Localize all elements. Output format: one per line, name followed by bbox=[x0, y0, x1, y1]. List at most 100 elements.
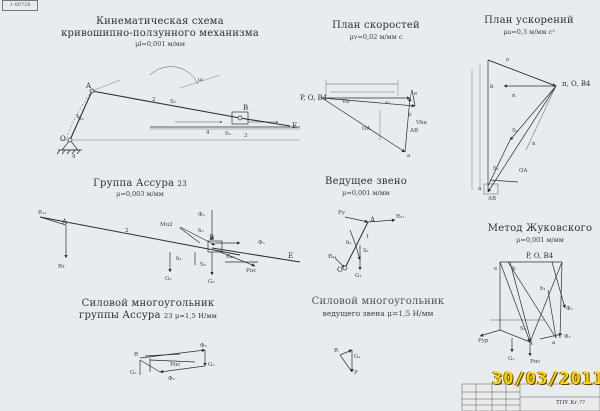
assur-label-pnc: Pпс bbox=[246, 268, 256, 274]
acc-label-n1: n bbox=[512, 93, 516, 99]
acc-label-ab: AB bbox=[487, 196, 496, 202]
vel-label-vba: Vba bbox=[415, 120, 427, 126]
driving-link-title: Ведущее звено bbox=[325, 176, 407, 187]
driving-link-diagram bbox=[334, 216, 396, 271]
assur-label-a: A bbox=[61, 218, 68, 226]
drive-label-r21: R₂₁ bbox=[396, 214, 405, 220]
zhukovsky-title: Метод Жуковского bbox=[487, 223, 593, 234]
vel-label-vb: Vb bbox=[341, 99, 350, 105]
force-polygon-labels: R Φ₂ G₂ G₃ Φ₃ Pпс R G₁ P bbox=[130, 343, 361, 382]
assur-group-scale: μ=0,003 м/мм bbox=[116, 190, 164, 198]
kin-label-3: 3 bbox=[244, 133, 248, 139]
vel-label-oa: OA bbox=[362, 126, 372, 132]
zhuk-label-e: e bbox=[494, 266, 497, 272]
kin-label-b: B bbox=[243, 104, 248, 112]
acceleration-labels: π, O, B4 e a b S₁ S₂ OA AB n n bbox=[478, 57, 591, 202]
crank-link bbox=[69, 90, 93, 141]
fpa-label-r: R bbox=[134, 352, 139, 358]
fpa-label-f3: Φ₃ bbox=[168, 376, 175, 382]
vel-label-pole: P, O, B4 bbox=[300, 94, 328, 102]
drive-label-1: 1 bbox=[366, 234, 370, 240]
zhuk-label-a: a bbox=[552, 340, 556, 346]
kin-label-1: 1 bbox=[76, 114, 80, 120]
fpd-label-g1: G₁ bbox=[354, 354, 361, 360]
fpd-label-p: P bbox=[354, 370, 358, 376]
driving-link-scale: μ=0,001 м/мм bbox=[342, 189, 390, 197]
drive-label-s1: S₁ bbox=[363, 248, 369, 254]
slider-block bbox=[231, 111, 249, 125]
kinematic-title-line2: кривошипно-ползунного механизма bbox=[61, 28, 259, 39]
kin-label-s1: S₁ bbox=[78, 116, 84, 122]
assur-group-diagram bbox=[39, 210, 301, 276]
assur-group-title: Группа Ассура 23 bbox=[93, 178, 187, 189]
assur-label-r12: R₁₂ bbox=[38, 210, 47, 216]
connecting-rod bbox=[91, 90, 241, 119]
fpa-label-g2: G₂ bbox=[130, 370, 137, 376]
fpa-label-pnc: Pпс bbox=[170, 362, 180, 368]
acceleration-plan-title: План ускорений bbox=[484, 15, 574, 26]
acc-label-pole: π, O, B4 bbox=[562, 80, 591, 88]
zhuk-label-fi2: Φ₂ bbox=[564, 334, 571, 340]
vel-label-s2: s₂ bbox=[385, 100, 390, 106]
acceleration-plan-scale: μa=0,3 м/мм с² bbox=[503, 28, 555, 36]
kin-label-4: 4 bbox=[72, 154, 76, 160]
drive-label-g1: G₁ bbox=[355, 273, 362, 279]
vel-label-a: a bbox=[407, 153, 411, 159]
force-polygon-assur bbox=[139, 348, 207, 375]
kinematic-title-line1: Кинематическая схема bbox=[96, 16, 224, 27]
kin-label-e: E bbox=[292, 122, 297, 130]
fpd-label-r: R bbox=[334, 348, 339, 354]
drive-label-o: O bbox=[337, 266, 343, 274]
zhuk-label-fi3: Φ₃ bbox=[566, 306, 573, 312]
acc-label-n2: n bbox=[532, 141, 536, 147]
force-polygon-driving-line2: ведущего звена μ=1,5 Н/мм bbox=[322, 309, 434, 318]
force-polygon-assur-line2: группы Ассура 23 μ=1,5 Н/мм bbox=[79, 310, 217, 321]
velocity-plan-scale: μv=0,02 м/мм с bbox=[349, 33, 403, 41]
fpa-label-g3: G₃ bbox=[208, 362, 215, 368]
zhuk-label-s2: S₂ bbox=[520, 326, 526, 332]
drive-label-h1: h₁ bbox=[346, 240, 352, 246]
acc-label-b: b bbox=[490, 84, 494, 90]
acc-label-s1: S₁ bbox=[493, 166, 499, 172]
assur-label-h1: h₁ bbox=[176, 256, 182, 262]
kinematic-scale: μl=0,001 м/мм bbox=[135, 40, 185, 48]
sheet-stamp: 1-00728 bbox=[2, 0, 38, 11]
kin-label-o: O bbox=[60, 135, 66, 143]
assur-label-b: B bbox=[209, 234, 214, 242]
assur-label-2: 2 bbox=[125, 228, 129, 234]
kin-label-s3: S₃ bbox=[225, 131, 231, 137]
zhukovsky-diagram bbox=[479, 261, 566, 357]
kinematic-labels: A B O E 1 2 3 4 4 S₂ S₁ S₃ ω bbox=[60, 77, 297, 160]
kin-label-a: A bbox=[85, 82, 92, 90]
drive-label-r41: R₄₁ bbox=[328, 254, 337, 260]
acceleration-plan bbox=[471, 59, 557, 195]
assur-label-mu2: Mu2 bbox=[160, 222, 173, 228]
zhukovsky-scale: μ=0,001 м/мм bbox=[516, 236, 564, 244]
assur-label-fi2: Φ₂ bbox=[198, 212, 205, 218]
zhukovsky-labels: P, O, B4 e b a Φ₃ G₂ Pпс Φ₂ h₁ Pур S₂ bbox=[478, 252, 573, 365]
drive-label-pu: Pу bbox=[338, 210, 346, 216]
zhuk-label-g2: G₂ bbox=[508, 356, 515, 362]
vel-label-e: e bbox=[414, 91, 417, 97]
force-polygon-driving bbox=[339, 349, 354, 373]
assur-label-fi3: Φ₃ bbox=[258, 240, 265, 246]
vel-label-ab: AB bbox=[409, 128, 418, 134]
assur-label-g3: G₃ bbox=[208, 279, 215, 285]
assur-label-r43: R₄₃ bbox=[226, 254, 235, 260]
assur-labels: A B E 2 R₁₂ Mu2 Φ₂ Φ₃ G₂ G₃ R₄₃ h₁ h₂ S₂… bbox=[38, 210, 293, 285]
assur-label-e: E bbox=[288, 252, 293, 260]
fpa-label-f2: Φ₂ bbox=[200, 343, 207, 349]
assur-label-rt: Rτ bbox=[58, 264, 65, 270]
title-block bbox=[461, 383, 600, 411]
camera-date-stamp: 30/03/2011 bbox=[492, 369, 600, 389]
velocity-labels: P, O, B4 a b e s₂ OA AB Vb Vba bbox=[300, 91, 427, 159]
zhuk-label-pbr: Pур bbox=[478, 338, 489, 344]
acc-label-s2: S₂ bbox=[512, 128, 518, 134]
drive-label-a: A bbox=[369, 216, 376, 224]
force-polygon-assur-line1: Силовой многоугольник bbox=[81, 298, 215, 309]
kin-label-omega: ω bbox=[198, 77, 203, 83]
velocity-plan-title: План скоростей bbox=[332, 20, 420, 31]
assur-label-s2: S₂ bbox=[200, 262, 206, 268]
